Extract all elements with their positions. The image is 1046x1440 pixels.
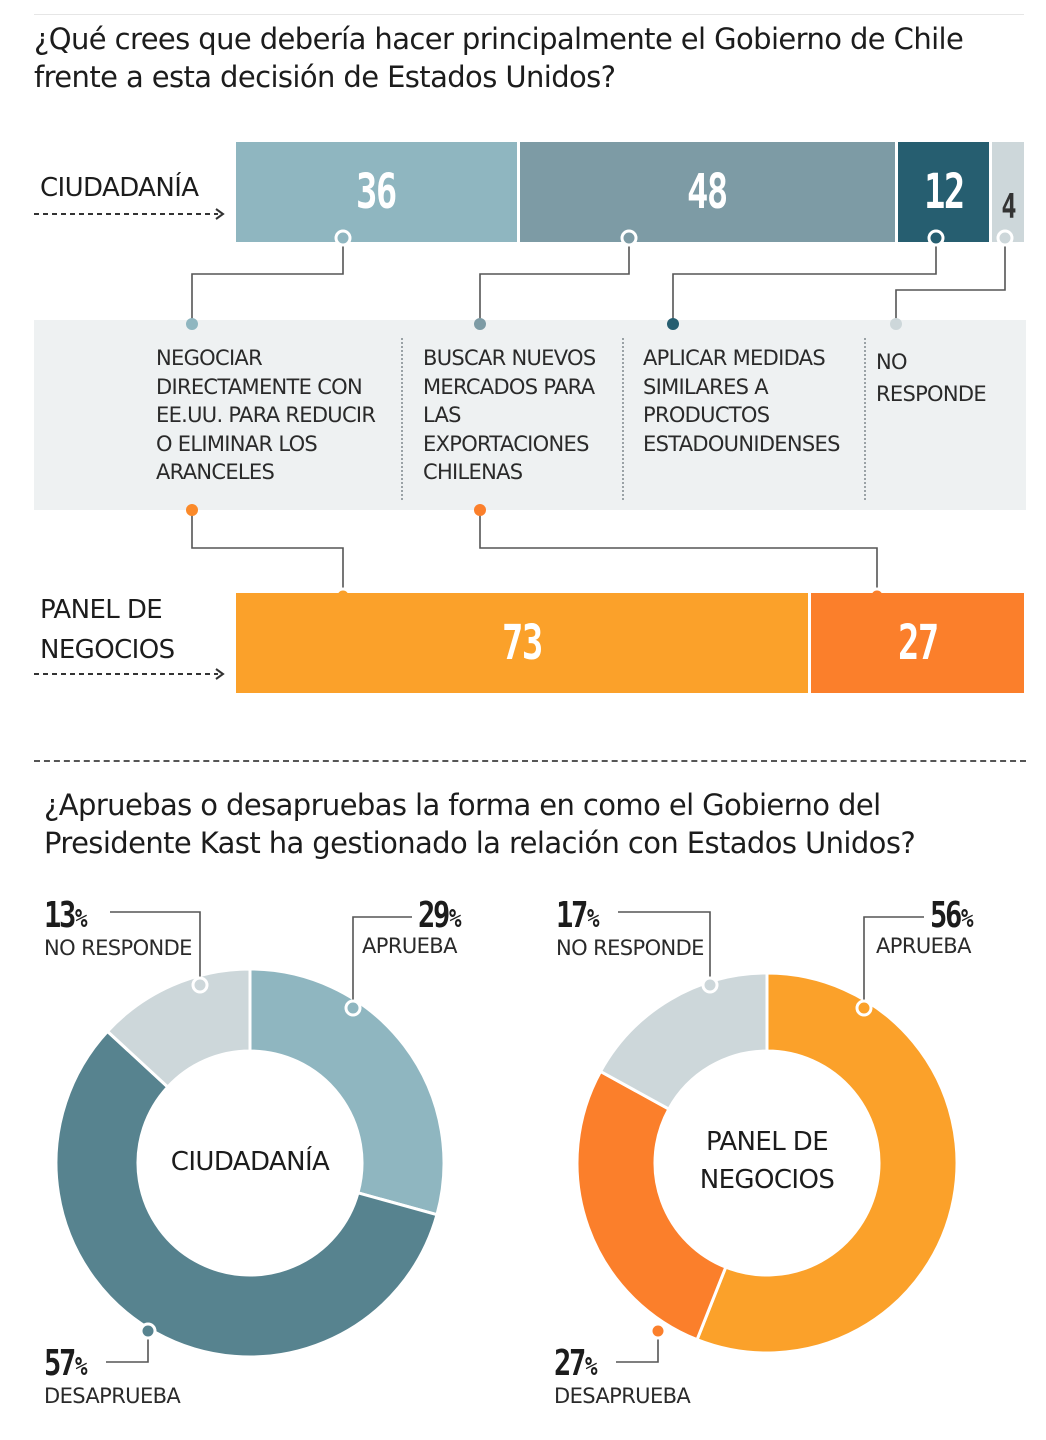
marker-dot [620,229,638,247]
marker-dot [186,504,198,516]
leader-dot [649,1322,667,1340]
question-2-title: ¿Apruebas o desapruebas la forma en como… [44,788,916,860]
leader-dot [191,976,209,994]
pct-panel-no-responde: 17% [556,895,600,936]
option-divider [622,338,624,500]
pct-ciudadania-no-responde: 13% [44,895,88,936]
slice-ciudadania-no-responde [105,967,252,1090]
leader-line [618,911,711,985]
pct-panel-aprueba: 56% [930,895,974,936]
donut-center-ciudadania: CIUDADANÍA [170,1147,330,1177]
marker-dot [996,229,1014,247]
leader-line [352,916,412,1008]
donut-panel [575,911,959,1363]
bar-seg-ciudadania-negociar: 36 [236,142,517,242]
label-panel-no-responde: NO RESPONDE [556,936,704,960]
pct-panel-desaprueba: 27% [554,1343,598,1384]
leader-line [106,1331,149,1363]
option-divider [864,338,866,500]
marker-dot [927,229,945,247]
donut-ciudadania [54,911,446,1363]
bar-seg-panel-negociar: 73 [236,593,809,693]
group-label-panel: PANEL DE NEGOCIOS [40,595,175,665]
slice-panel-aprueba [695,971,959,1355]
marker-dot [890,318,902,330]
label-ciudadania-no-responde: NO RESPONDE [44,936,192,960]
option-no-responde: NO RESPONDE [876,350,987,406]
group-label-ciudadania: CIUDADANÍA [40,173,199,203]
leader-dot [855,999,873,1017]
connector-lines [186,229,1014,605]
leader-dot [701,976,719,994]
leader-line [863,916,924,1008]
label-panel-desaprueba: DESAPRUEBA [554,1384,691,1408]
marker-dot [474,504,486,516]
pct-ciudadania-desaprueba: 57% [44,1343,88,1384]
leader-dot [344,999,362,1017]
donut-center-panel: PANEL DE NEGOCIOS [699,1127,835,1195]
option-divider [401,338,403,500]
bar-seg-ciudadania-no-responde: 4 [992,142,1024,242]
bar-seg-panel-buscar: 27 [811,593,1024,693]
option-aplicar-medidas: APLICAR MEDIDAS SIMILARES A PRODUCTOS ES… [643,346,840,456]
slice-ciudadania-aprueba [248,967,446,1217]
bar-seg-ciudadania-aplicar: 12 [897,142,990,242]
marker-dot [474,318,486,330]
marker-dot [334,229,352,247]
pct-ciudadania-aprueba: 29% [418,895,462,936]
slice-panel-no-responde [598,971,769,1112]
label-ciudadania-aprueba: APRUEBA [362,934,457,958]
arrow-panel-icon [34,668,225,680]
arrow-ciudadania-icon [34,208,225,220]
options-panel [34,320,1026,510]
marker-dot [186,318,198,330]
leader-line [110,911,201,985]
question-1-title: ¿Qué crees que debería hacer principalme… [34,22,964,94]
bar-seg-ciudadania-buscar: 48 [519,142,895,242]
label-ciudadania-desaprueba: DESAPRUEBA [44,1384,181,1408]
section-separator [34,760,1026,762]
marker-dot [667,318,679,330]
leader-dot [139,1322,157,1340]
top-rule [34,14,1024,15]
option-buscar-mercados: BUSCAR NUEVOS MERCADOS PARA LAS EXPORTAC… [423,346,596,485]
slice-ciudadania-desaprueba [54,1029,439,1359]
leader-line [616,1331,659,1363]
option-negociar: NEGOCIAR DIRECTAMENTE CON EE.UU. PARA RE… [156,346,376,485]
label-panel-aprueba: APRUEBA [876,934,971,958]
slice-panel-desaprueba [575,1069,728,1342]
